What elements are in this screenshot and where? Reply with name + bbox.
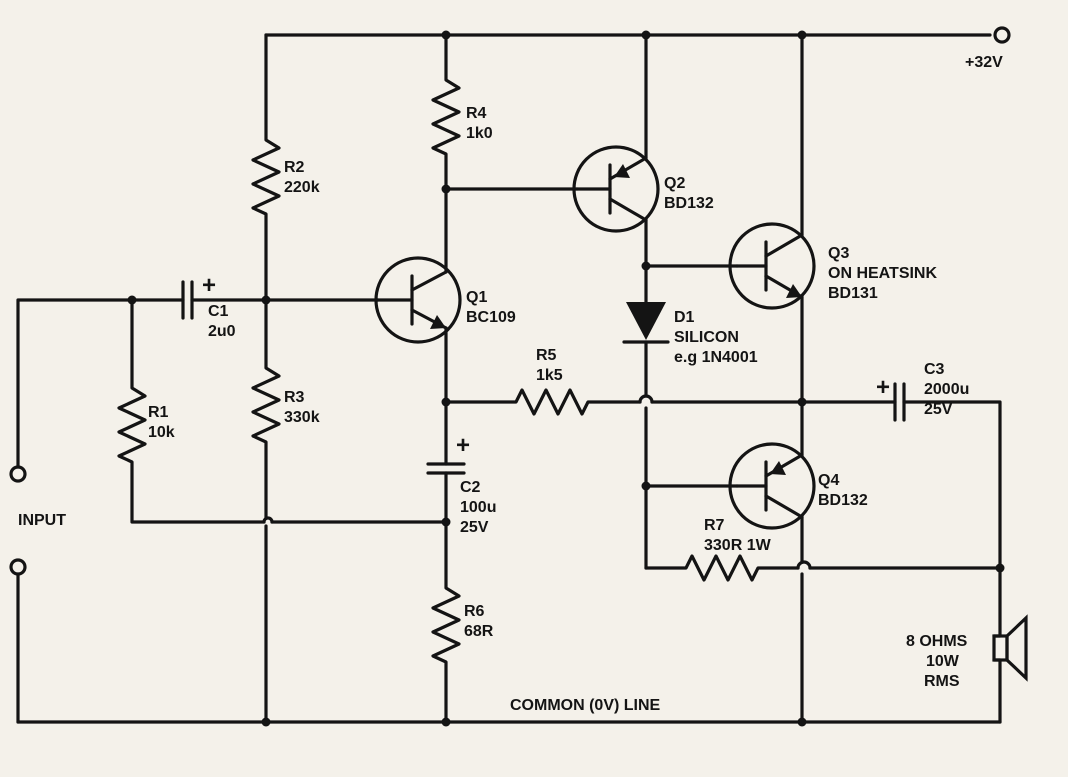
resistor-r4 bbox=[431, 33, 461, 191]
c3-plus: + bbox=[876, 374, 890, 401]
c2-value: 100u bbox=[460, 499, 496, 516]
r1-ref: R1 bbox=[148, 404, 169, 421]
r6-ref: R6 bbox=[464, 603, 485, 620]
q4-ref: Q4 bbox=[818, 472, 839, 489]
q3-note: ON HEATSINK bbox=[828, 265, 937, 282]
c3-rating: 25V bbox=[924, 401, 953, 418]
resistor-r1 bbox=[117, 298, 448, 524]
d1-ref: D1 bbox=[674, 309, 695, 326]
speaker-wire-top bbox=[992, 566, 1002, 638]
input-terminal-bottom bbox=[9, 558, 27, 576]
d1-part: e.g 1N4001 bbox=[674, 349, 758, 366]
q2-ref: Q2 bbox=[664, 175, 685, 192]
transistor-q3 bbox=[728, 222, 816, 310]
resistor-r7 bbox=[644, 554, 1002, 582]
c2-plus: + bbox=[456, 432, 470, 459]
d1-type: SILICON bbox=[674, 329, 739, 346]
capacitor-c2 bbox=[426, 462, 466, 524]
supply-terminal bbox=[993, 26, 1011, 44]
resistor-r6 bbox=[431, 520, 461, 724]
supply-label: +32V bbox=[965, 54, 1003, 71]
transistor-q2 bbox=[572, 145, 660, 233]
c1-ref: C1 bbox=[208, 303, 229, 320]
speaker-wire-bottom bbox=[992, 658, 1002, 724]
r7-ref: R7 bbox=[704, 517, 725, 534]
c2-rating: 25V bbox=[460, 519, 489, 536]
capacitor-c3 bbox=[893, 382, 1002, 570]
r6-value: 68R bbox=[464, 623, 494, 640]
q3-part: BD131 bbox=[828, 285, 878, 302]
r1-value: 10k bbox=[148, 424, 175, 441]
transistor-q4 bbox=[728, 442, 816, 530]
r4-ref: R4 bbox=[466, 105, 487, 122]
speaker-impedance: 8 OHMS bbox=[906, 633, 968, 650]
supply-rail bbox=[264, 26, 1011, 44]
diode-d1 bbox=[622, 302, 670, 344]
r3-ref: R3 bbox=[284, 389, 305, 406]
speaker-icon bbox=[992, 614, 1028, 682]
speaker-power: 10W bbox=[926, 653, 960, 670]
r4-value: 1k0 bbox=[466, 125, 493, 142]
r5-ref: R5 bbox=[536, 347, 557, 364]
c3-value: 2000u bbox=[924, 381, 969, 398]
input-label: INPUT bbox=[18, 512, 66, 529]
c2-ref: C2 bbox=[460, 479, 481, 496]
q2-part: BD132 bbox=[664, 195, 714, 212]
r3-value: 330k bbox=[284, 409, 320, 426]
input-wiring bbox=[9, 295, 185, 724]
input-terminal-top bbox=[9, 465, 27, 483]
c1-value: 2u0 bbox=[208, 323, 236, 340]
speaker-rating: RMS bbox=[924, 673, 960, 690]
q3-ref: Q3 bbox=[828, 245, 849, 262]
r7-value: 330R 1W bbox=[704, 537, 772, 554]
q1-ref: Q1 bbox=[466, 289, 487, 306]
q1-part: BC109 bbox=[466, 309, 516, 326]
c3-ref: C3 bbox=[924, 361, 945, 378]
resistor-r2 bbox=[251, 33, 281, 302]
r2-value: 220k bbox=[284, 179, 320, 196]
resistor-r5 bbox=[444, 388, 897, 416]
capacitor-c1 bbox=[181, 280, 268, 320]
q4-part: BD132 bbox=[818, 492, 868, 509]
r5-value: 1k5 bbox=[536, 367, 563, 384]
c1-plus: + bbox=[202, 272, 216, 299]
transistor-q1 bbox=[374, 256, 462, 344]
common-label: COMMON (0V) LINE bbox=[510, 697, 661, 714]
r2-ref: R2 bbox=[284, 159, 305, 176]
resistor-r3 bbox=[251, 298, 281, 724]
